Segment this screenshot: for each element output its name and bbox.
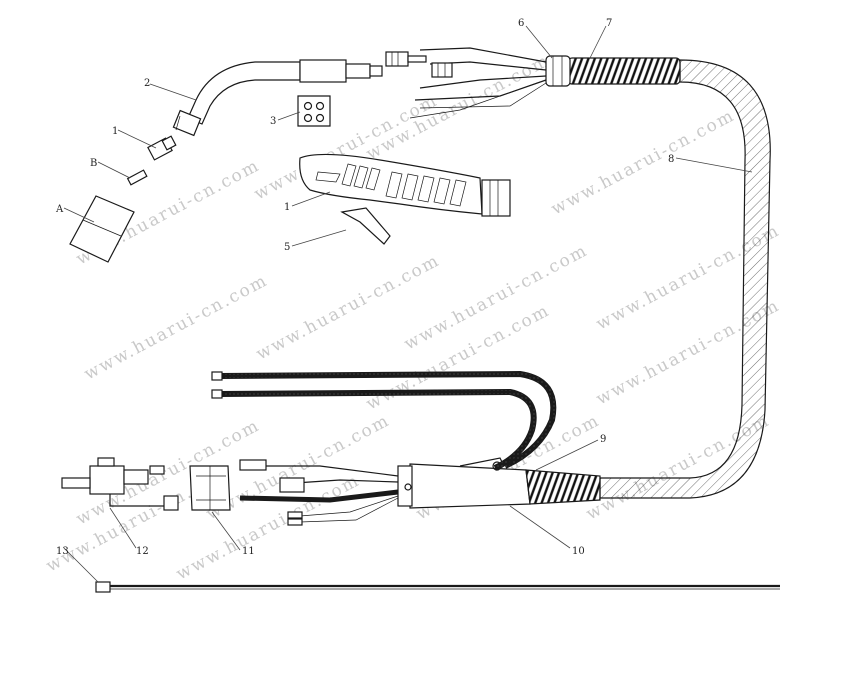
callout-B: B	[90, 158, 97, 169]
nozzle	[69, 195, 135, 263]
torch-handle	[299, 153, 511, 217]
tip-holder	[147, 135, 177, 161]
watermark-text: www.huarui-cn.com	[548, 105, 738, 219]
leader-lines	[63, 25, 753, 583]
front-spring-guard	[525, 469, 601, 505]
callout-9: 9	[600, 434, 606, 445]
callout-1-tip-holder: 1	[112, 126, 118, 137]
watermark-text: www.huarui-cn.com	[81, 270, 271, 384]
central-connector	[61, 457, 179, 511]
callout-A: A	[55, 204, 64, 215]
neck-clamp	[297, 95, 331, 127]
callout-12: 12	[136, 546, 149, 557]
rear-cable-connectors	[385, 47, 547, 119]
callout-1-handle: 1	[284, 202, 290, 213]
wire-liner	[95, 581, 780, 593]
front-cables	[211, 370, 557, 526]
rear-handle	[397, 457, 531, 509]
callout-11: 11	[242, 546, 255, 557]
rear-spring-guard	[545, 55, 681, 87]
coupling-nut	[189, 465, 231, 511]
callout-8: 8	[668, 154, 674, 165]
trigger	[340, 207, 391, 245]
cable-hose	[599, 59, 771, 499]
callout-13: 13	[56, 546, 69, 557]
callout-10: 10	[572, 546, 585, 557]
swan-neck	[172, 59, 383, 137]
callout-5: 5	[284, 242, 290, 253]
callout-2: 2	[144, 78, 150, 89]
callout-6: 6	[518, 18, 524, 29]
callout-3: 3	[270, 116, 276, 127]
contact-tip	[126, 169, 148, 186]
callout-labels: A B 1 2 3 1 5 6 7 8 9 10 11 12 13	[55, 18, 674, 557]
callout-7: 7	[606, 18, 612, 29]
